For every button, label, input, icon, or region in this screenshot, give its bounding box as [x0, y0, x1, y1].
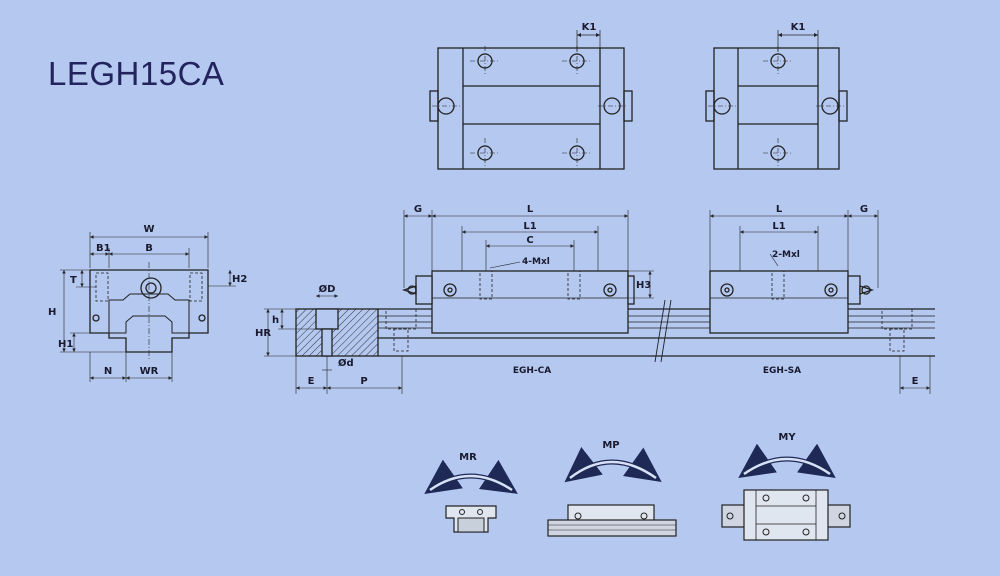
dim-b: B: [145, 243, 153, 254]
caption-egh-ca: EGH-CA: [513, 366, 551, 376]
dim-e-sa: E: [912, 376, 919, 387]
dim-4-mxl: 4-Mxl: [522, 257, 550, 267]
moment-my-diagram: [721, 443, 851, 541]
dim-l-sa: L: [776, 204, 783, 215]
moment-mr-diagram: [424, 459, 518, 533]
dim-2-mxl: 2-Mxl: [772, 250, 800, 260]
moment-mp-diagram: [547, 446, 677, 537]
dim-od-small: Ød: [338, 357, 354, 369]
caption-egh-sa: EGH-SA: [763, 366, 801, 376]
dim-h-small: h: [272, 315, 279, 326]
dim-hr: HR: [255, 328, 271, 339]
moment-mr-label: MR: [459, 452, 477, 463]
dim-h1: H1: [58, 339, 73, 350]
dim-h2: H2: [232, 274, 247, 285]
moment-mp-label: MP: [602, 440, 619, 451]
dim-l1-ca: L1: [523, 221, 536, 232]
dim-wr: WR: [140, 366, 159, 377]
dim-k1-ca: K1: [582, 22, 597, 33]
dim-w: W: [143, 224, 154, 235]
dim-t: T: [70, 275, 77, 286]
top-view-ca: [429, 30, 633, 170]
moment-my-label: MY: [778, 432, 796, 443]
dim-n: N: [104, 366, 112, 377]
dim-e: E: [308, 376, 315, 387]
dim-c: C: [526, 235, 533, 246]
side-view: [264, 210, 935, 394]
dim-od: ØD: [319, 283, 336, 295]
dim-l1-sa: L1: [772, 221, 785, 232]
dim-p: P: [360, 376, 367, 387]
dim-b1: B1: [96, 243, 111, 254]
dim-h3: H3: [636, 280, 651, 291]
dim-g-ca: G: [414, 204, 422, 215]
model-title: LEGH15CA: [48, 55, 225, 92]
dim-k1-sa: K1: [791, 22, 806, 33]
top-view-sa: [705, 30, 848, 170]
end-view: [60, 232, 236, 382]
dim-l-ca: L: [527, 204, 534, 215]
dim-g-sa: G: [860, 204, 868, 215]
dim-h: H: [48, 307, 56, 318]
